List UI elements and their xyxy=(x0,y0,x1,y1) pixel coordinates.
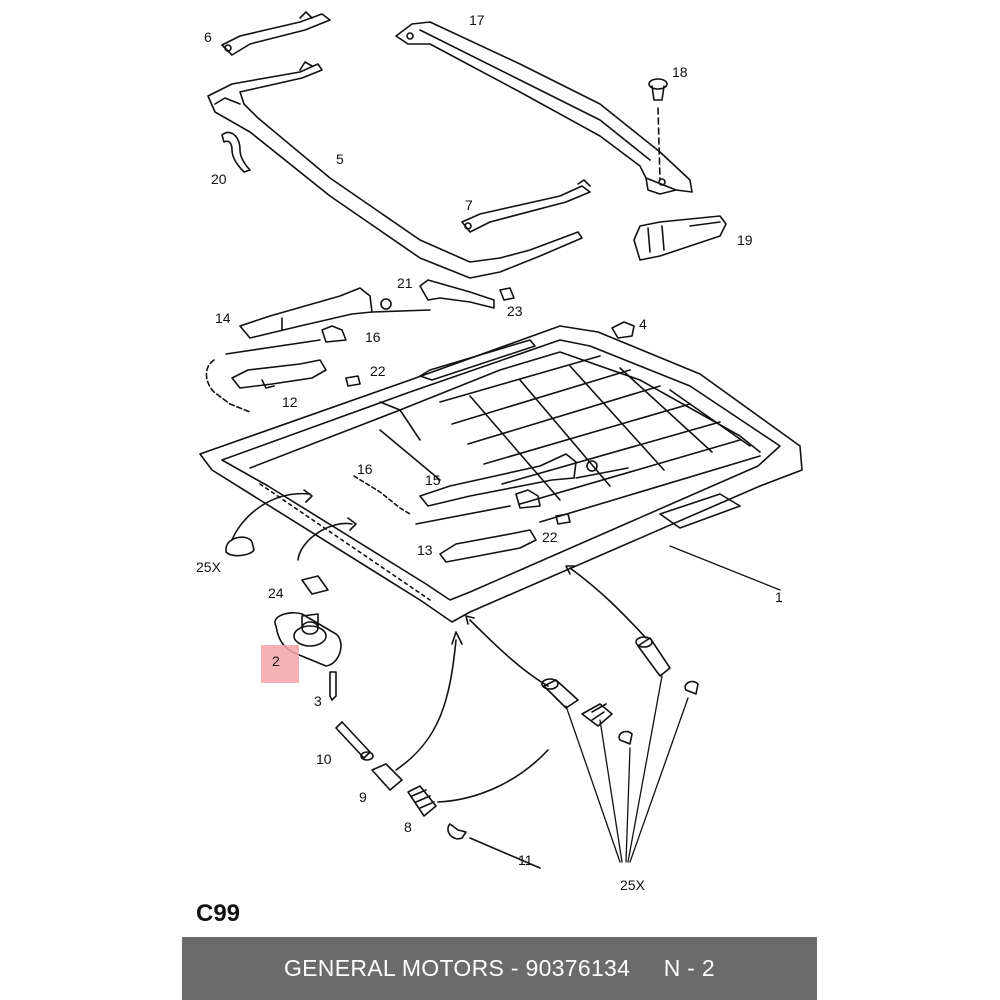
label-part-2: 2 xyxy=(272,653,280,669)
part-12-arm xyxy=(231,359,327,389)
label-part-5: 5 xyxy=(336,151,344,167)
label-part-17: 17 xyxy=(469,12,485,28)
part-8-spring xyxy=(407,749,549,817)
part-21-guide xyxy=(419,279,495,309)
part-20-clip xyxy=(221,131,251,173)
highlight-box xyxy=(261,645,299,683)
label-part-16-upper: 16 xyxy=(365,329,381,345)
part-9-bushing xyxy=(371,631,463,791)
label-part-19: 19 xyxy=(737,232,753,248)
part-16-cable xyxy=(205,325,347,413)
part-19-slider xyxy=(633,215,727,261)
label-part-25x-left: 25X xyxy=(196,559,221,575)
label-part-12: 12 xyxy=(282,394,298,410)
label-part-20: 20 xyxy=(211,171,227,187)
label-part-16-lower: 16 xyxy=(357,461,373,477)
label-part-8: 8 xyxy=(404,819,412,835)
part-16-lower-cable xyxy=(353,475,541,525)
label-part-4: 4 xyxy=(639,316,647,332)
footer-brand: GENERAL MOTORS xyxy=(283,955,505,981)
part-18-screw xyxy=(648,78,668,181)
part-25x-bumper xyxy=(225,489,313,557)
part-13-arm xyxy=(439,529,537,563)
part-10-pin xyxy=(335,721,374,761)
part-23-clip xyxy=(499,287,515,301)
circlip-small-2 xyxy=(684,680,699,695)
footer-part-number: 90376134 xyxy=(525,955,631,981)
label-part-23: 23 xyxy=(507,303,523,319)
part-11-circlip xyxy=(447,823,541,869)
part-17-rail xyxy=(395,21,693,195)
part-24-bracket xyxy=(297,517,357,595)
part-7-bracket xyxy=(461,179,591,233)
part-5-frame xyxy=(207,61,583,279)
diagram-code: C99 xyxy=(196,900,241,927)
part-14-arm xyxy=(239,287,431,339)
part-6-bracket xyxy=(221,11,331,56)
leader-lines xyxy=(565,545,781,863)
label-part-9: 9 xyxy=(359,789,367,805)
footer-bar: GENERAL MOTORS - 90376134 N - 2 xyxy=(182,937,817,1000)
label-part-11: 11 xyxy=(518,852,533,868)
label-part-14: 14 xyxy=(215,310,231,326)
label-part-22-upper: 22 xyxy=(370,363,386,379)
label-part-25x-right: 25X xyxy=(620,877,645,893)
footer-separator: - xyxy=(504,955,526,981)
label-part-15: 15 xyxy=(425,472,441,488)
footer-gap xyxy=(630,955,663,982)
part-3-screw xyxy=(329,671,337,701)
label-part-6: 6 xyxy=(204,29,212,45)
part-2-pivot-plate xyxy=(274,611,342,667)
pivot-pin-center xyxy=(465,615,579,709)
pivot-pin-right xyxy=(565,565,671,677)
part-1-main-frame xyxy=(199,325,803,623)
label-part-13: 13 xyxy=(417,542,433,558)
label-part-21: 21 xyxy=(397,275,413,291)
label-part-1: 1 xyxy=(775,589,783,605)
clip-bracket xyxy=(581,703,613,727)
label-part-3: 3 xyxy=(314,693,322,709)
part-22-screw xyxy=(345,375,361,387)
label-part-10: 10 xyxy=(316,751,332,767)
label-part-22-lower: 22 xyxy=(542,529,558,545)
label-part-18: 18 xyxy=(672,64,688,80)
footer-page: N - 2 xyxy=(663,955,716,981)
part-22-lower-screw xyxy=(555,513,571,525)
part-15-arm xyxy=(419,453,629,507)
label-part-7: 7 xyxy=(465,197,473,213)
part-4-clip xyxy=(611,321,635,339)
label-part-24: 24 xyxy=(268,585,284,601)
circlip-small-1 xyxy=(618,730,633,745)
